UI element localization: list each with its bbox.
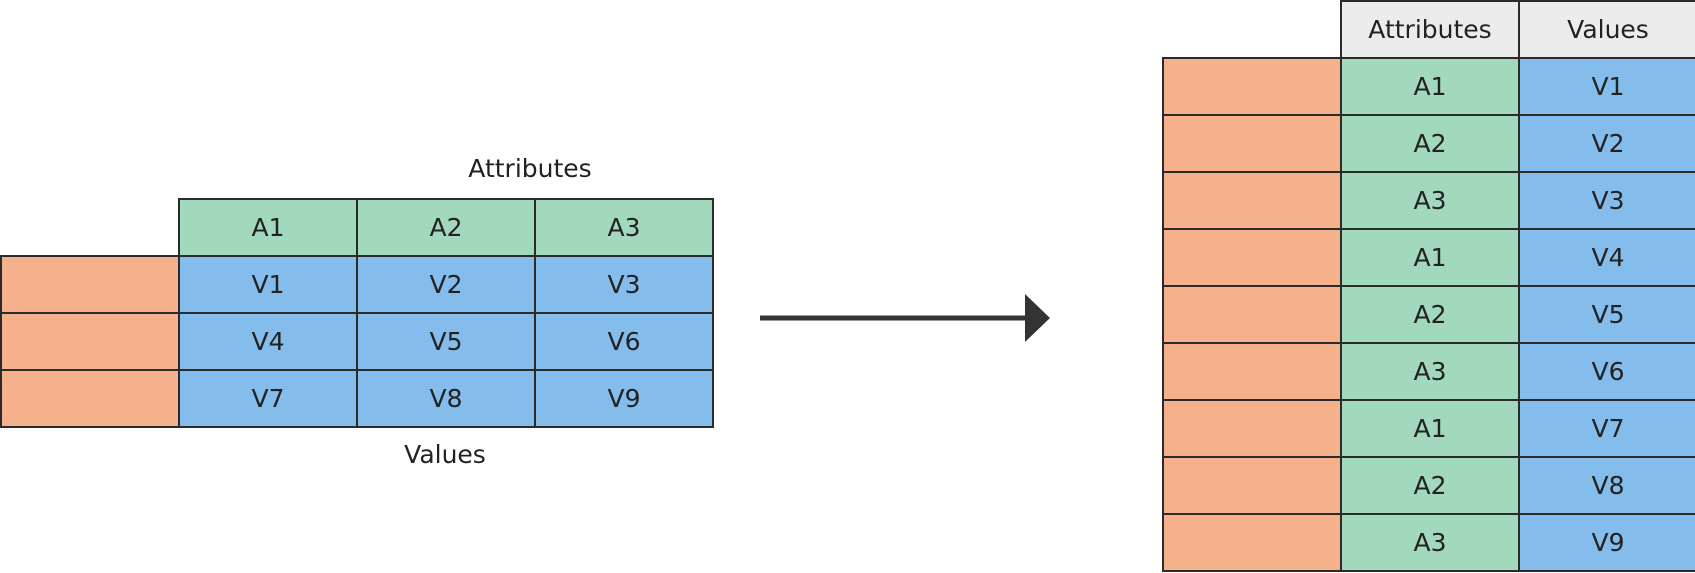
long-attribute-cell: A3 [1340, 171, 1520, 230]
wide-values-caption: Values [404, 440, 486, 469]
long-id-cell [1162, 513, 1342, 572]
long-id-cell [1162, 399, 1342, 458]
long-attribute-cell: A2 [1340, 285, 1520, 344]
wide-value-cell: V3 [534, 255, 714, 314]
long-attribute-cell: A3 [1340, 513, 1520, 572]
wide-value-cell: V1 [178, 255, 358, 314]
long-values-header: Values [1518, 0, 1695, 59]
long-attribute-cell: A1 [1340, 228, 1520, 287]
arrow-head-icon [1025, 294, 1050, 342]
long-value-cell: V2 [1518, 114, 1695, 173]
long-id-cell [1162, 57, 1342, 116]
long-attribute-cell: A1 [1340, 399, 1520, 458]
long-value-cell: V5 [1518, 285, 1695, 344]
long-id-cell [1162, 342, 1342, 401]
long-value-cell: V8 [1518, 456, 1695, 515]
long-attribute-cell: A2 [1340, 114, 1520, 173]
wide-value-cell: V7 [178, 369, 358, 428]
long-attribute-cell: A3 [1340, 342, 1520, 401]
long-value-cell: V4 [1518, 228, 1695, 287]
long-id-cell [1162, 114, 1342, 173]
long-value-cell: V3 [1518, 171, 1695, 230]
long-value-cell: V7 [1518, 399, 1695, 458]
wide-value-cell: V5 [356, 312, 536, 371]
long-value-cell: V6 [1518, 342, 1695, 401]
long-id-cell [1162, 285, 1342, 344]
wide-id-cell [0, 255, 180, 314]
long-attribute-cell: A1 [1340, 57, 1520, 116]
wide-attribute-header: A2 [356, 198, 536, 257]
wide-value-cell: V2 [356, 255, 536, 314]
wide-value-cell: V9 [534, 369, 714, 428]
long-value-cell: V1 [1518, 57, 1695, 116]
wide-value-cell: V8 [356, 369, 536, 428]
long-value-cell: V9 [1518, 513, 1695, 572]
wide-value-cell: V4 [178, 312, 358, 371]
long-id-cell [1162, 456, 1342, 515]
long-attributes-header: Attributes [1340, 0, 1520, 59]
long-id-cell [1162, 228, 1342, 287]
long-id-cell [1162, 171, 1342, 230]
long-attribute-cell: A2 [1340, 456, 1520, 515]
wide-attributes-caption: Attributes [468, 154, 592, 183]
